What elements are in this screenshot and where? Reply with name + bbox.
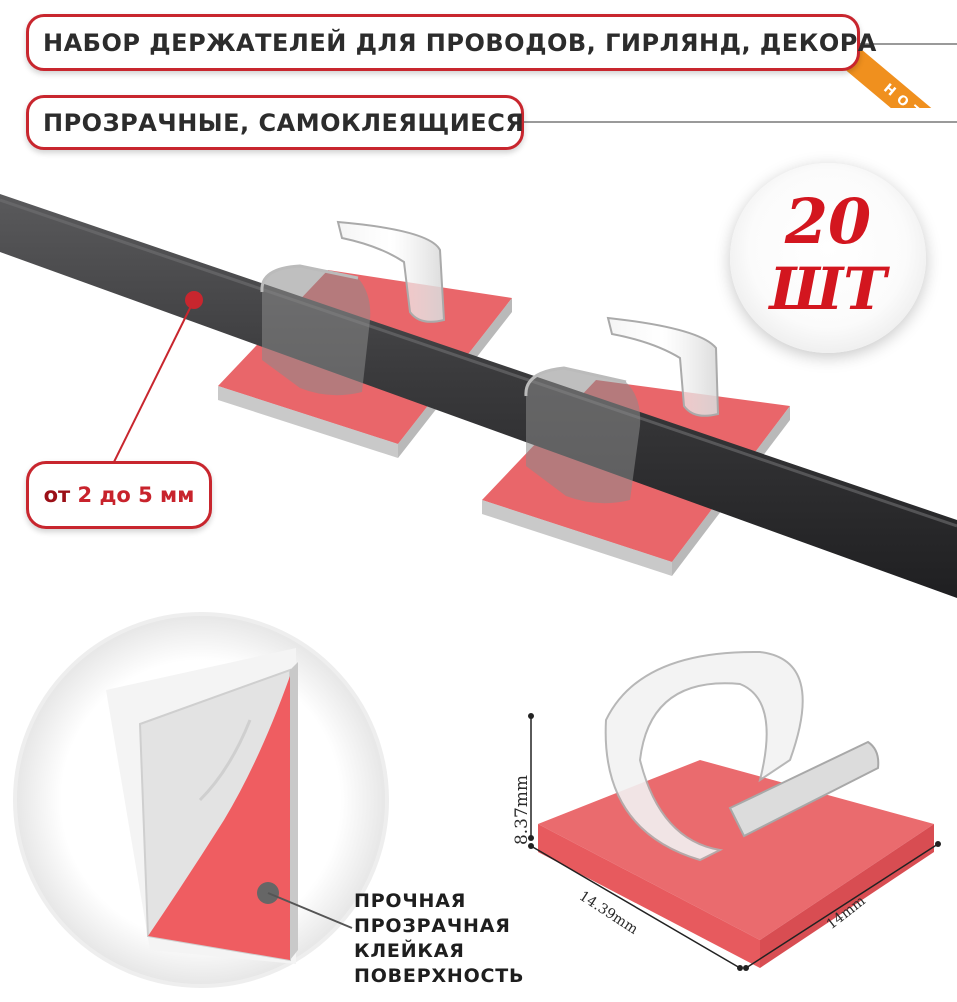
diameter-value: 2 до 5 мм [77,483,195,507]
diameter-pointer [111,291,203,467]
quantity-unit: ШТ [769,255,887,323]
adhesive-surface-label: ПРОЧНАЯ ПРОЗРАЧНАЯ КЛЕЙКАЯ ПОВЕРХНОСТЬ [354,889,524,989]
page-subtitle: ПРОЗРАЧНЫЕ, САМОКЛЕЯЩИЕСЯ [26,95,524,150]
quantity-number: 20 [784,185,872,258]
hot-ribbon: HOT [845,8,957,108]
dimension-height: 8.37mm [512,774,533,846]
cable-diameter-label: от 2 до 5 мм [26,461,212,529]
adhesive-zoom-circle [13,612,389,988]
adhesive-line-4: ПОВЕРХНОСТЬ [354,965,525,987]
page-title: НАБОР ДЕРЖАТЕЛЕЙ ДЛЯ ПРОВОДОВ, ГИРЛЯНД, … [26,14,876,71]
clip-1-hoop [260,220,446,396]
subtitle-text: ПРОЗРАЧНЫЕ, САМОКЛЕЯЩИЕСЯ [43,108,525,137]
quantity-badge: 20 ШТ [730,163,926,353]
adhesive-line-1: ПРОЧНАЯ [354,890,467,912]
cable [0,194,957,598]
subtitle-underline [524,121,957,123]
adhesive-line-3: КЛЕЙКАЯ [354,940,465,962]
title-text: НАБОР ДЕРЖАТЕЛЕЙ ДЛЯ ПРОВОДОВ, ГИРЛЯНД, … [43,28,877,57]
title-underline [858,43,957,45]
clip-2-hoop [524,316,720,504]
diameter-prefix: от [43,483,71,507]
adhesive-line-2: ПРОЗРАЧНАЯ [354,915,511,937]
dimensioned-clip [528,650,941,971]
